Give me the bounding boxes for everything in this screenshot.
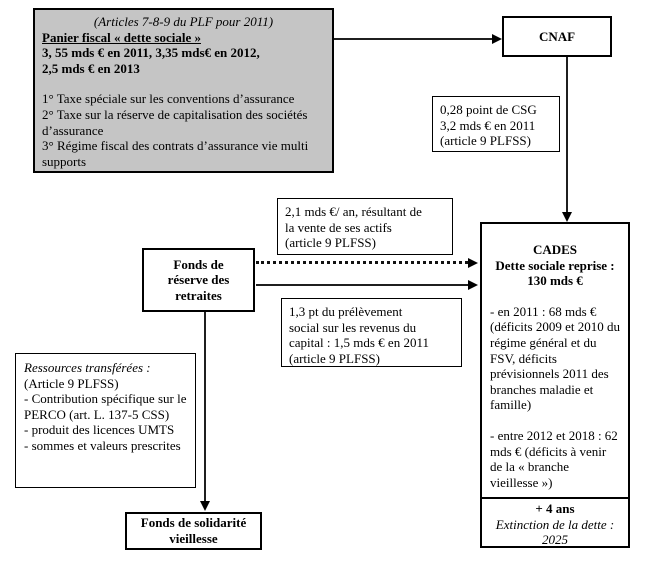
fsv-line-1: Fonds de solidarité [140,515,247,531]
vente-actifs-line-1: 2,1 mds €/ an, résultant de [285,204,422,219]
vente-actifs-line-3: (article 9 PLFSS) [285,235,376,251]
spacer [42,76,325,91]
arrow-frr-to-cades-solid-head [468,280,478,290]
ressources-box: Ressources transférées : (Article 9 PLFS… [15,353,196,488]
prelevement-line-2: social sur les revenus du [289,319,417,335]
spacer [490,289,620,304]
vente-actifs-label-box: 2,1 mds €/ an, résultant de la vente de … [277,198,453,255]
frr-line-1: Fonds de [173,256,224,272]
cades-paragraph-2: - entre 2012 et 2018 : 62 mds € (déficit… [490,427,618,490]
arrow-frr-to-cades-dotted-head [468,258,478,268]
ressources-subheading: (Article 9 PLFSS) [24,375,119,391]
csg-line-1: 0,28 point de CSG [440,102,537,117]
cades-box: CADES Dette sociale reprise : 130 mds € … [480,222,630,497]
arrow-cnaf-to-cades-line [566,57,568,213]
cades-footer-box: + 4 ans Extinction de la dette : 2025 [480,497,630,548]
frr-line-3: retraites [175,287,222,303]
arrow-panier-to-cnaf-head [492,34,502,44]
panier-fiscal-box: (Articles 7-8-9 du PLF pour 2011) Panier… [33,8,334,173]
frr-box: Fonds de réserve des retraites [142,248,255,312]
ressources-item-1: - Contribution spécifique sur le PERCO (… [24,391,187,422]
arrow-panier-to-cnaf-line [334,38,493,40]
cnaf-box: CNAF [502,16,612,57]
cades-footer-line-1: + 4 ans [535,501,575,516]
spacer [490,413,620,428]
cades-subtitle-2: 130 mds € [527,273,583,289]
cades-paragraph-1: - en 2011 : 68 mds € (déficits 2009 et 2… [490,303,620,413]
prelevement-label-box: 1,3 pt du prélèvement social sur les rev… [281,298,462,367]
frr-line-2: réserve des [167,272,230,288]
prelevement-line-3: capital : 1,5 mds € en 2011 [289,335,429,351]
panier-item-2: 2° Taxe sur la réserve de capitalisation… [42,106,308,138]
cades-footer-line-2: Extinction de la dette : [495,516,615,532]
prelevement-line-4: (article 9 PLFSS) [289,350,380,366]
arrow-cnaf-to-cades-head [562,212,572,222]
panier-amounts-line1: 3, 55 mds € en 2011, 3,35 mds€ en 2012, [42,45,260,61]
ressources-item-3: - sommes et valeurs prescrites [24,437,181,453]
csg-label-box: 0,28 point de CSG 3,2 mds € en 2011 (art… [432,96,560,152]
cades-title: CADES [532,242,578,257]
panier-item-1: 1° Taxe spéciale sur les conventions d’a… [42,91,295,107]
cades-subtitle-1: Dette sociale reprise : [495,257,615,273]
arrow-frr-to-fsv-line [204,312,206,502]
cnaf-title: CNAF [538,28,576,44]
csg-line-2: 3,2 mds € en 2011 [440,117,536,133]
vente-actifs-line-2: la vente de ses actifs [285,219,392,235]
panier-item-3: 3° Régime fiscal des contrats d’assuranc… [42,138,309,169]
panier-title: Panier fiscal « dette sociale » [42,29,201,45]
cades-footer-line-3: 2025 [542,532,568,548]
fsv-line-2: vieillesse [169,531,218,546]
panier-amounts-line2: 2,5 mds € en 2013 [42,60,140,76]
panier-heading: (Articles 7-8-9 du PLF pour 2011) [93,14,274,29]
arrow-frr-to-fsv-head [200,501,210,511]
arrow-frr-to-cades-dotted-line [256,261,468,264]
arrow-frr-to-cades-solid-line [256,284,468,286]
prelevement-line-1: 1,3 pt du prélèvement [289,304,403,319]
fsv-box: Fonds de solidarité vieillesse [125,512,262,550]
ressources-item-2: - produit des licences UMTS [24,422,175,438]
csg-line-3: (article 9 PLFSS) [440,133,531,149]
ressources-heading: Ressources transférées : [24,360,151,375]
